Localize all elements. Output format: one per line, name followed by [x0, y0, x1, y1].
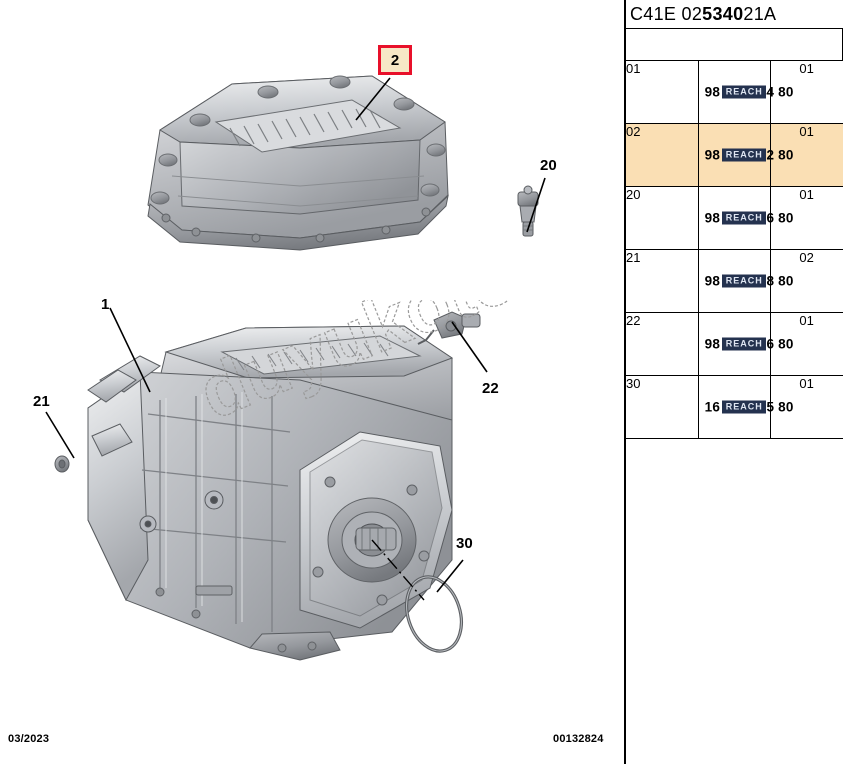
- title-suffix: 21A: [743, 3, 777, 24]
- callout-22: 22: [482, 380, 499, 397]
- table-row[interactable]: 21 98 523 818 80 REACH 02: [626, 249, 843, 313]
- row-quantity: 02: [769, 249, 843, 313]
- part-cover-top: [147, 75, 449, 251]
- callout-2: 2: [378, 45, 412, 75]
- callout-20: 20: [540, 157, 557, 174]
- part-30-o-ring: [405, 575, 463, 653]
- row-quantity: 01: [769, 60, 843, 124]
- row-part-cell: 98 561 344 80 REACH: [697, 60, 793, 124]
- callout-30: 30: [456, 535, 473, 552]
- footer-date: 03/2023: [8, 733, 50, 745]
- callout-21: 21: [33, 393, 50, 410]
- page-title: C41E 02 5340 21A: [626, 0, 843, 28]
- row-index: 01: [626, 60, 699, 124]
- table-row[interactable]: 30 16 807 405 80 REACH 01: [626, 375, 843, 439]
- row-quantity: 01: [769, 312, 843, 376]
- reach-badge: REACH: [721, 211, 766, 225]
- table-header-cell: [626, 28, 843, 61]
- row-index: 02: [626, 123, 699, 187]
- title-prefix: C41E 02: [630, 3, 703, 24]
- leader-lines: [45, 77, 546, 593]
- assembly-axis-line: [371, 539, 425, 601]
- title-code: 5340: [702, 3, 744, 24]
- row-quantity: 01: [769, 375, 843, 439]
- reach-badge: REACH: [721, 148, 766, 162]
- row-part-cell: 98 561 352 80 REACH: [697, 123, 793, 187]
- reach-badge: REACH: [721, 274, 766, 288]
- table-row[interactable]: 01 98 561 344 80 REACH 01: [626, 60, 843, 124]
- diagram-panel: duyukoto.com 2 1 20 21 22 30 03/2023 001…: [8, 45, 624, 745]
- row-part-cell: 16 807 405 80 REACH: [697, 375, 793, 439]
- reach-badge: REACH: [721, 400, 766, 414]
- part-21-plug: [54, 455, 70, 473]
- row-quantity: 01: [769, 123, 843, 187]
- table-header-row: [626, 28, 843, 61]
- row-part-cell: 98 523 818 80 REACH: [697, 249, 793, 313]
- exploded-parts-illustration: [45, 75, 546, 661]
- footer-document-number: 00132824: [553, 733, 604, 745]
- table-row[interactable]: 22 98 523 856 80 REACH 01: [626, 312, 843, 376]
- row-index: 30: [626, 375, 699, 439]
- parts-table: 01 98 561 344 80 REACH 01 02 98 561 352 …: [626, 28, 843, 439]
- part-22-sensor: [417, 311, 481, 345]
- row-quantity: 01: [769, 186, 843, 250]
- row-part-cell: 98 521 886 80 REACH: [697, 186, 793, 250]
- table-row[interactable]: 20 98 521 886 80 REACH 01: [626, 186, 843, 250]
- row-part-cell: 98 523 856 80 REACH: [697, 312, 793, 376]
- row-index: 21: [626, 249, 699, 313]
- row-index: 22: [626, 312, 699, 376]
- callout-1: 1: [101, 296, 110, 313]
- parts-table-body: 01 98 561 344 80 REACH 01 02 98 561 352 …: [626, 28, 843, 439]
- table-row[interactable]: 02 98 561 352 80 REACH 01: [626, 123, 843, 187]
- parts-panel: C41E 02 5340 21A 01 98 561 344 80 REACH …: [624, 0, 843, 764]
- reach-badge: REACH: [721, 337, 766, 351]
- row-index: 20: [626, 186, 699, 250]
- reach-badge: REACH: [721, 85, 766, 99]
- part-gearbox-assembly: [87, 325, 454, 661]
